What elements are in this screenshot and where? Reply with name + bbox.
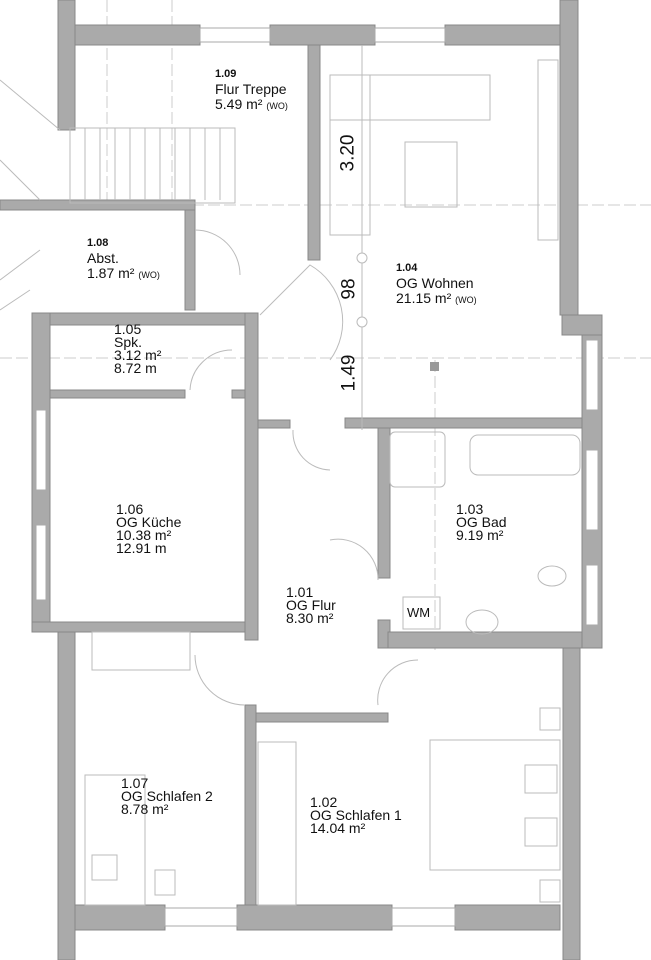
room-number: 1.03 xyxy=(456,501,484,517)
room-number: 1.08 xyxy=(87,237,109,249)
room-label-1-09: 1.09 Flur Treppe 5.49 m² (WO) xyxy=(215,67,288,114)
room-label-1-01: 1.01 OG Flur 8.30 m² xyxy=(286,584,336,626)
room-perimeter: 8.72 m xyxy=(114,360,157,376)
room-name: OG Küche xyxy=(116,514,182,530)
room-name: OG Wohnen xyxy=(396,275,474,291)
room-name: Abst. xyxy=(87,250,119,266)
room-number: 1.01 xyxy=(286,584,314,600)
room-area: 9.19 m² xyxy=(456,527,504,543)
room-perimeter: 12.91 m xyxy=(116,540,167,556)
column xyxy=(430,362,439,371)
room-label-1-07: 1.07 OG Schlafen 2 8.78 m² xyxy=(121,775,213,817)
room-label-1-04: 1.04 OG Wohnen 21.15 m² (WO) xyxy=(396,261,477,308)
room-number: 1.04 xyxy=(396,262,418,274)
room-number: 1.05 xyxy=(114,321,142,337)
room-number: 1.02 xyxy=(310,794,338,810)
room-label-1-03: 1.03 OG Bad 9.19 m² xyxy=(456,501,507,543)
room-number: 1.09 xyxy=(215,68,237,80)
room-name: OG Flur xyxy=(286,597,336,613)
room-name: Flur Treppe xyxy=(215,81,287,97)
dimension-label: 1.49 xyxy=(338,354,360,392)
room-area: 21.15 m² xyxy=(396,290,452,306)
room-tag: (WO) xyxy=(455,295,477,305)
room-tag: (WO) xyxy=(266,101,288,111)
room-number: 1.06 xyxy=(116,501,144,517)
room-area: 8.30 m² xyxy=(286,610,334,626)
dimension-label: 3.20 xyxy=(337,134,359,172)
furniture xyxy=(84,59,581,906)
room-label-1-08: 1.08 Abst. 1.87 m² (WO) xyxy=(87,236,160,283)
room-label-1-02: 1.02 OG Schlafen 1 14.04 m² xyxy=(310,794,402,836)
dimension-label: 98 xyxy=(338,278,360,300)
room-tag: (WO) xyxy=(138,270,160,280)
room-area: 10.38 m² xyxy=(116,527,172,543)
room-name: Spk. xyxy=(114,334,143,350)
room-name: OG Bad xyxy=(456,514,507,530)
room-name: OG Schlafen 2 xyxy=(121,788,213,804)
doors xyxy=(189,229,419,706)
windows xyxy=(35,27,599,927)
stairs xyxy=(0,79,236,311)
walls xyxy=(0,0,603,960)
room-number: 1.07 xyxy=(121,775,149,791)
room-area: 14.04 m² xyxy=(310,820,366,836)
washing-machine xyxy=(402,596,441,630)
room-area: 3.12 m² xyxy=(114,347,162,363)
room-label-1-06: 1.06 OG Küche 10.38 m² 12.91 m xyxy=(116,501,182,556)
room-label-1-05: 1.05 Spk. 3.12 m² 8.72 m xyxy=(114,321,162,376)
room-area: 1.87 m² xyxy=(87,265,135,281)
room-name: OG Schlafen 1 xyxy=(310,807,402,823)
room-area: 5.49 m² xyxy=(215,96,263,112)
washing-machine-label: WM xyxy=(407,605,431,620)
room-area: 8.78 m² xyxy=(121,801,169,817)
dimension-line xyxy=(356,45,368,430)
